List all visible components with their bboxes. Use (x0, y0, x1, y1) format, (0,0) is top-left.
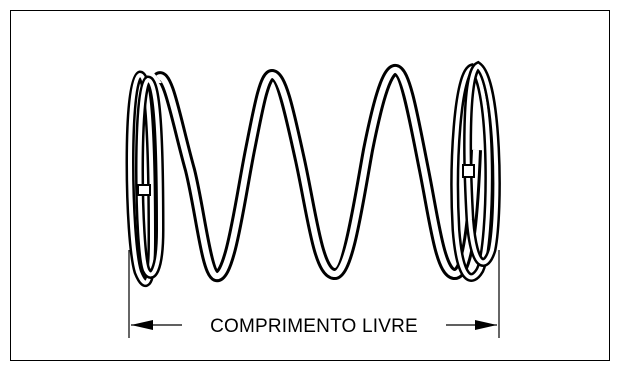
dimension-label: COMPRIMENTO LIVRE (210, 316, 418, 337)
active-coils (154, 64, 482, 282)
free-length-dimension: COMPRIMENTO LIVRE (128, 250, 500, 338)
left-end-coil (125, 70, 165, 288)
left-arrowhead (131, 320, 153, 330)
left-wire-end (137, 184, 151, 196)
compression-spring (125, 60, 501, 288)
right-end-coil (450, 60, 501, 282)
right-arrowhead (475, 320, 497, 330)
right-wire-end (462, 164, 475, 178)
